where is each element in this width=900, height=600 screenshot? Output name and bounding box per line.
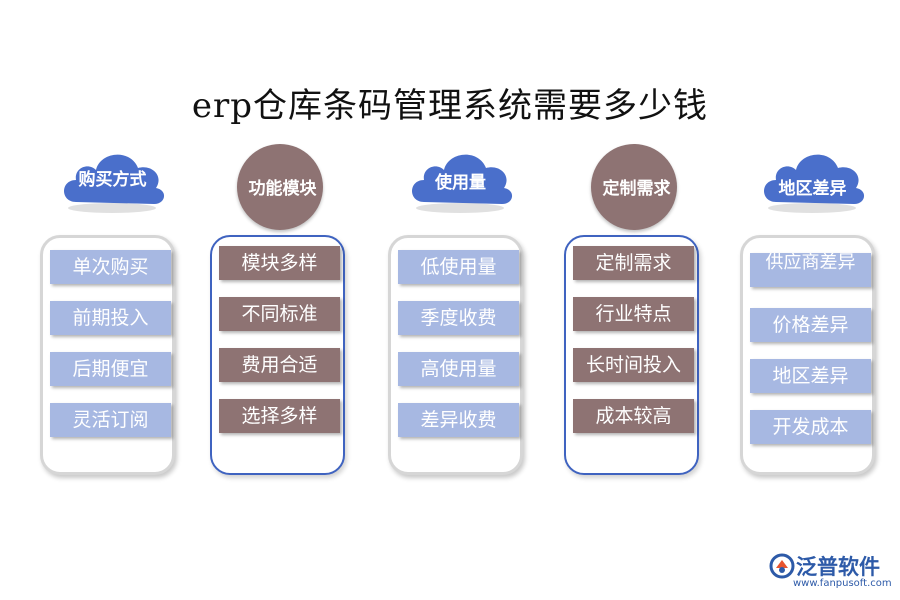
- column-header: 使用量: [388, 140, 533, 220]
- column-header: 地区差异: [740, 140, 885, 220]
- list-item: 模块多样: [219, 246, 340, 280]
- page-title: erp仓库条码管理系统需要多少钱: [191, 86, 709, 126]
- list-item: 前期投入: [50, 301, 171, 335]
- list-item: 差异收费: [398, 403, 519, 437]
- column-regional-difference: 地区差异 供应商差异 价格差异 地区差异 开发成本: [740, 140, 885, 485]
- cloud-icon: [64, 154, 165, 213]
- logo-url: www.fanpusoft.com: [793, 578, 892, 589]
- item-panel: 单次购买 前期投入 后期便宜 灵活订阅: [40, 235, 175, 475]
- header-label: 定制需求: [602, 179, 671, 199]
- header-label: 购买方式: [78, 170, 147, 190]
- circle-badge: [237, 144, 323, 230]
- list-item: 价格差异: [750, 308, 871, 342]
- list-item: 供应商差异: [750, 253, 871, 287]
- list-item: 开发成本: [750, 410, 871, 444]
- list-item: 行业特点: [573, 297, 694, 331]
- list-item: 季度收费: [398, 301, 519, 335]
- list-item: 费用合适: [219, 348, 340, 382]
- list-item: 地区差异: [750, 359, 871, 393]
- logo-icon: [769, 553, 795, 579]
- item-panel: 低使用量 季度收费 高使用量 差异收费: [388, 235, 523, 475]
- brand-logo: 泛普软件 www.fanpusoft.com: [769, 551, 899, 596]
- list-item: 长时间投入: [573, 348, 694, 382]
- column-header: 定制需求: [564, 140, 709, 230]
- list-item: 低使用量: [398, 250, 519, 284]
- header-label: 地区差异: [778, 179, 847, 199]
- list-item: 灵活订阅: [50, 403, 171, 437]
- list-item: 选择多样: [219, 399, 340, 433]
- header-label: 使用量: [435, 173, 486, 193]
- item-panel: 供应商差异 价格差异 地区差异 开发成本: [740, 235, 875, 475]
- cloud-icon: [764, 154, 865, 213]
- logo-name: 泛普软件: [796, 555, 880, 579]
- column-header: 功能模块: [210, 140, 355, 230]
- column-usage: 使用量 低使用量 季度收费 高使用量 差异收费: [388, 140, 533, 485]
- list-item: 单次购买: [50, 250, 171, 284]
- column-purchase-method: 购买方式 单次购买 前期投入 后期便宜 灵活订阅: [40, 140, 185, 485]
- cloud-icon: [412, 154, 513, 213]
- list-item: 成本较高: [573, 399, 694, 433]
- column-custom-needs: 定制需求 定制需求 行业特点 长时间投入 成本较高: [564, 140, 709, 485]
- list-item: 后期便宜: [50, 352, 171, 386]
- circle-badge: [591, 144, 677, 230]
- item-panel: 定制需求 行业特点 长时间投入 成本较高: [564, 235, 699, 475]
- list-item: 定制需求: [573, 246, 694, 280]
- list-item: 不同标准: [219, 297, 340, 331]
- item-panel: 模块多样 不同标准 费用合适 选择多样: [210, 235, 345, 475]
- header-label: 功能模块: [248, 179, 317, 199]
- column-function-module: 功能模块 模块多样 不同标准 费用合适 选择多样: [210, 140, 355, 485]
- column-header: 购买方式: [40, 140, 185, 220]
- list-item: 高使用量: [398, 352, 519, 386]
